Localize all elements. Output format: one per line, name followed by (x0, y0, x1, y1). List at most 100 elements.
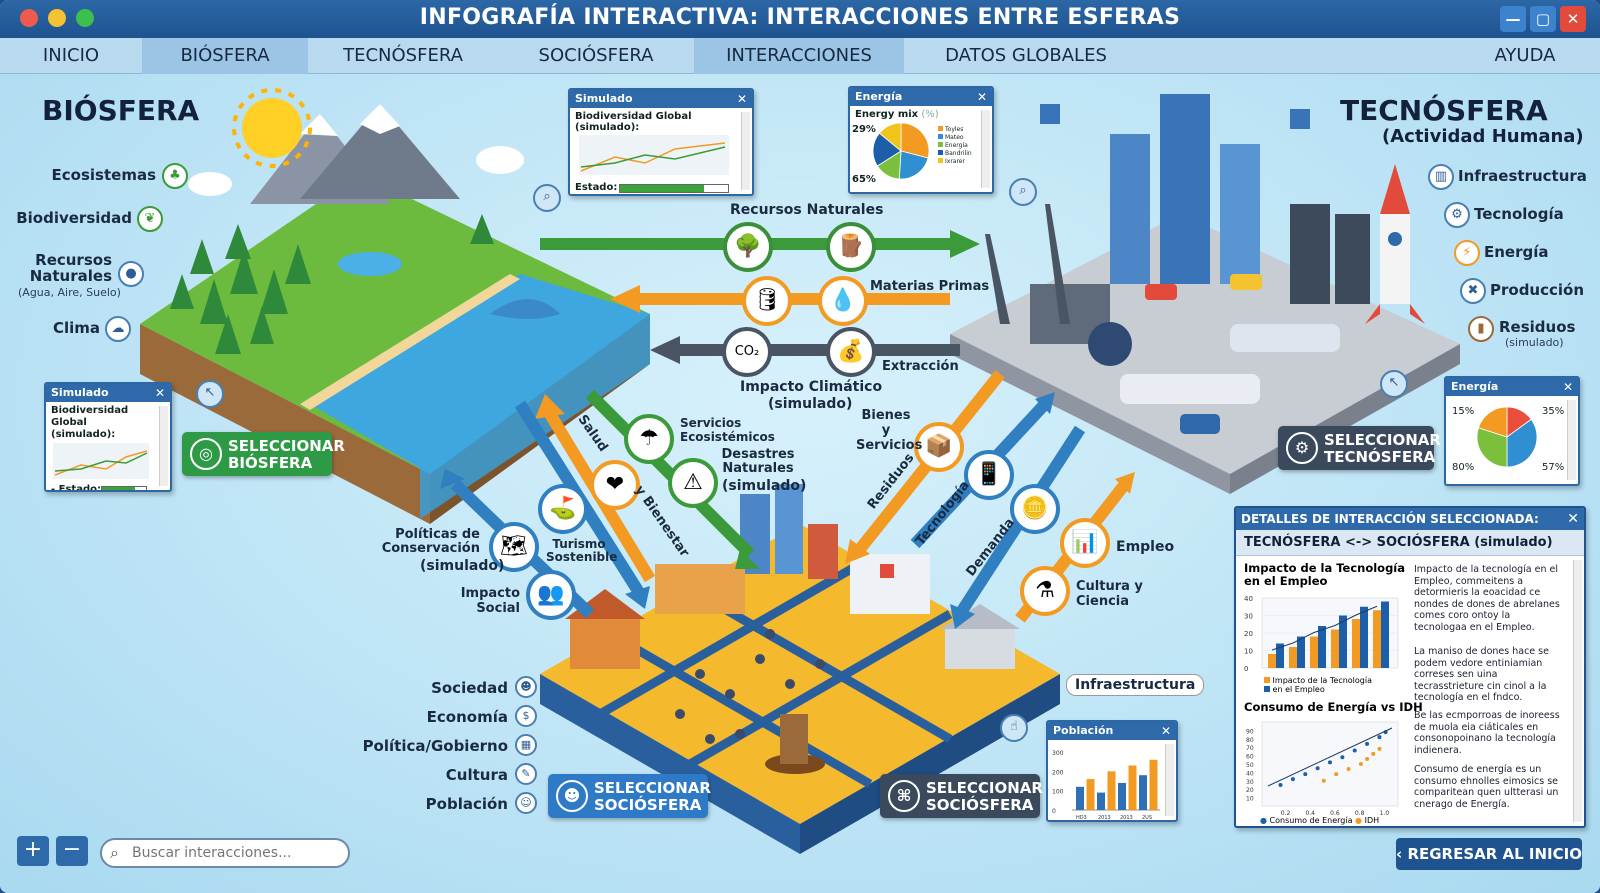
trash-icon[interactable]: ▮ (1468, 316, 1494, 342)
minimize-button[interactable]: — (1500, 6, 1526, 32)
bio-item-clima[interactable]: Clima (52, 319, 100, 337)
flask-icon[interactable]: ⚗ (1020, 566, 1070, 616)
bar-chart-icon[interactable]: 📊 (1060, 518, 1110, 568)
buildings-icon[interactable]: ▥ (1428, 164, 1454, 190)
menu-interacciones[interactable]: INTERACCIONES (694, 38, 904, 74)
logs-node-icon[interactable]: 🪵 (826, 222, 876, 272)
palette-icon[interactable]: ✎ (515, 763, 537, 785)
select-sociosfera-button[interactable]: ☻ SELECCIONAR SOCIÓSFERA (548, 774, 711, 818)
menu-sociosfera[interactable]: SOCIÓSFERA (538, 45, 654, 66)
close-icon[interactable]: ✕ (1567, 511, 1579, 527)
soc-item-sociedad[interactable]: Sociedad (431, 679, 508, 697)
magnifier-icon[interactable]: ⌕ (1009, 178, 1037, 206)
bio-item-biodiversidad[interactable]: Biodiversidad (16, 209, 132, 227)
close-icon[interactable]: ✕ (976, 90, 987, 104)
dollar-icon[interactable]: $ (515, 705, 537, 727)
search-input[interactable] (100, 838, 350, 868)
scrollbar[interactable] (1567, 400, 1576, 480)
tec-item-infraestructura[interactable]: Infraestructura (1458, 167, 1587, 185)
close-button[interactable]: ✕ (1560, 6, 1586, 32)
soc-item-cultura[interactable]: Cultura (445, 766, 508, 784)
tec-item-energia[interactable]: Energía (1484, 243, 1549, 261)
maximize-button[interactable]: ▢ (1530, 6, 1556, 32)
sack-icon[interactable]: 💰 (826, 327, 876, 377)
minimize-dot[interactable] (48, 9, 66, 27)
scrollbar[interactable] (1573, 560, 1582, 822)
cloud-icon[interactable]: ☁ (105, 316, 131, 342)
flow-materias-primas: Materias Primas (870, 279, 990, 294)
leaf-icon[interactable]: ❦ (137, 206, 163, 232)
scrollbar[interactable] (159, 406, 168, 486)
heart-icon[interactable]: ❤ (590, 460, 640, 510)
menu-tecnosfera[interactable]: TECNÓSFERA (343, 45, 463, 66)
government-icon[interactable]: ▦ (515, 734, 537, 756)
box-icon[interactable]: 📦 (914, 422, 964, 472)
map-icon[interactable]: 🗺 (489, 522, 539, 572)
scrollbar[interactable] (981, 110, 990, 188)
oil-barrel-icon[interactable]: 🛢 (742, 276, 792, 326)
soc-item-politica[interactable]: Política/Gobierno (362, 737, 508, 755)
details-chart2-legend-2: IDH (1364, 816, 1380, 825)
back-home-button[interactable]: ‹ REGRESAR AL INICIO (1396, 838, 1582, 870)
menu-biosfera[interactable]: BIÓSFERA (142, 38, 308, 74)
flow-impacto-sub: (simulado) (768, 396, 853, 412)
population-icon[interactable]: ☺ (515, 792, 537, 814)
tools-icon[interactable]: ✖ (1460, 278, 1486, 304)
energy-panel-right[interactable]: Energía✕ 15% 35% 80% 57% (1444, 376, 1580, 486)
gear-icon[interactable]: ⚙ (1444, 202, 1470, 228)
tec-item-tecnologia[interactable]: Tecnología (1474, 205, 1564, 223)
close-icon[interactable]: ✕ (736, 92, 747, 106)
menu-datos-globales[interactable]: DATOS GLOBALES (945, 45, 1107, 66)
warning-icon[interactable]: ⚠ (668, 458, 718, 508)
close-icon[interactable]: ✕ (1160, 724, 1171, 738)
sim-top-progress (619, 184, 729, 193)
close-icon[interactable]: ✕ (1562, 380, 1573, 394)
close-icon[interactable]: ✕ (154, 386, 165, 400)
population-bar (1097, 792, 1105, 810)
cloud-rain-icon[interactable]: ☂ (624, 414, 674, 464)
scrollbar[interactable] (1165, 744, 1174, 816)
microscope-icon[interactable]: ⌕ (533, 184, 561, 212)
close-dot[interactable] (20, 9, 38, 27)
soc-infra-label[interactable]: Infraestructura (1066, 674, 1205, 696)
select-sociosfera-alt-button[interactable]: ⌘ SELECCIONAR SOCIÓSFERA (880, 774, 1043, 818)
legend-entry: Ixrarer (938, 158, 972, 166)
lightning-icon[interactable]: ⚡ (1454, 240, 1480, 266)
water-drop-icon[interactable]: ● (118, 261, 144, 287)
phone-icon[interactable]: 📱 (964, 450, 1014, 500)
sim-panel-left[interactable]: Simulado✕ Biodiversidad Global (simulado… (44, 382, 172, 492)
energy-point (1377, 735, 1382, 740)
sociosphere-platform[interactable] (540, 484, 1060, 854)
details-panel[interactable]: DETALLES DE INTERACCIÓN SELECCIONADA:✕ T… (1234, 506, 1586, 828)
employment-bar-orange (1268, 654, 1276, 668)
maximize-dot[interactable] (76, 9, 94, 27)
bio-item-recursos[interactable]: Recursos Naturales (29, 251, 112, 285)
biosphere-island[interactable] (140, 88, 650, 524)
sim-panel-top[interactable]: Simulado✕ Biodiversidad Global (simulado… (568, 88, 754, 196)
soc-item-economia[interactable]: Economía (426, 708, 508, 726)
tec-item-produccion[interactable]: Producción (1490, 281, 1585, 299)
select-tecnosfera-button[interactable]: ⚙ SELECCIONAR TECNÓSFERA (1278, 426, 1441, 470)
zoom-out-button[interactable]: − (56, 836, 88, 866)
y-tick-label: 20 (1244, 630, 1253, 638)
menu-ayuda[interactable]: AYUDA (1494, 45, 1556, 66)
tree-node-icon[interactable]: 🌳 (723, 222, 773, 272)
soc-item-poblacion[interactable]: Población (425, 795, 508, 813)
water-node-icon[interactable]: 💧 (818, 276, 868, 326)
menu-inicio[interactable]: INICIO (42, 45, 100, 66)
scrollbar[interactable] (741, 112, 750, 190)
co2-icon[interactable]: CO₂ (722, 327, 772, 377)
park-sign-icon[interactable]: ⛳ (538, 484, 588, 534)
employment-bar-orange (1331, 629, 1339, 668)
zoom-in-button[interactable]: + (17, 836, 49, 866)
tree-icon[interactable]: ♣ (162, 163, 188, 189)
group-icon[interactable]: 👥 (526, 570, 576, 620)
people-icon[interactable]: ☻ (515, 676, 537, 698)
bio-item-ecosistemas[interactable]: Ecosistemas (51, 166, 156, 184)
select-biosfera-button[interactable]: ◎ SELECCIONAR BIÓSFERA (182, 432, 345, 476)
energy-point (1303, 772, 1308, 777)
coins-icon[interactable]: 🪙 (1010, 484, 1060, 534)
tec-item-residuos[interactable]: Residuos (1499, 318, 1576, 336)
